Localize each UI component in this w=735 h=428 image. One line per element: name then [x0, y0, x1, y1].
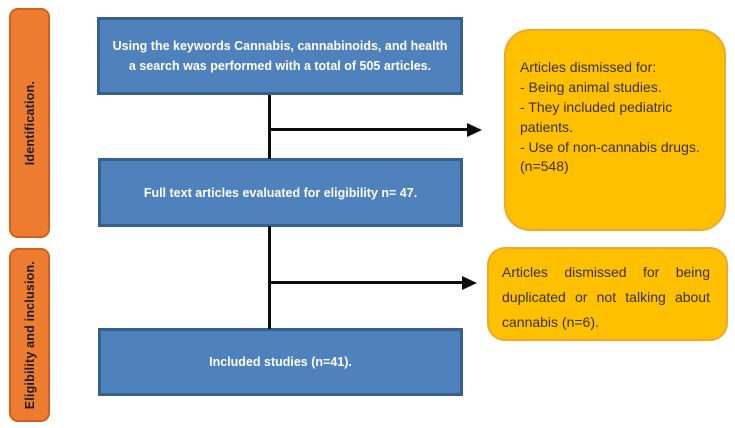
connector-line-box2-box3 — [268, 226, 271, 329]
stage-bar-identification: Identification. — [9, 8, 50, 238]
stage-bar-eligibility-inclusion: Eligibility and inclusion. — [9, 248, 50, 422]
exclusion-box-first-screen: Articles dismissed for: - Being animal s… — [504, 29, 726, 231]
exclusion-box-duplicates: Articles dismissed for being duplicated … — [487, 247, 728, 341]
stage-label-identification: Identification. — [22, 80, 37, 166]
stage-label-eligibility-inclusion: Eligibility and inclusion. — [22, 260, 37, 410]
process-box-full-text-evaluated: Full text articles evaluated for eligibi… — [98, 158, 463, 227]
process-box-included-studies: Included studies (n=41). — [98, 328, 463, 396]
arrowhead-right-icon — [467, 122, 482, 137]
arrow-line-to-exclusion1 — [268, 128, 469, 131]
arrowhead-right-icon — [462, 275, 477, 290]
connector-line-box1-box2 — [268, 95, 271, 159]
process-box-search: Using the keywords Cannabis, cannabinoid… — [97, 17, 463, 95]
arrow-line-to-exclusion2 — [268, 281, 464, 284]
